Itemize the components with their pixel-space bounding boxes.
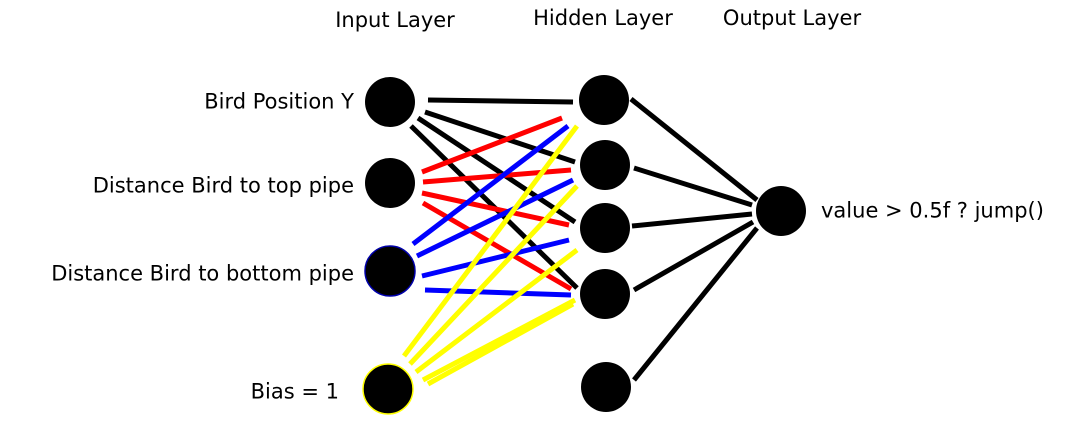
input-label-bias: Bias = 1 — [250, 379, 339, 404]
connections — [402, 97, 759, 387]
input-node-dist-top — [365, 158, 415, 208]
output-layer-header: Output Layer — [722, 6, 862, 30]
bird-y-connection-line — [427, 97, 574, 105]
bias-connection-line — [408, 184, 579, 366]
dist-bottom-connection-line — [411, 124, 570, 246]
hidden-to-output-connection-line — [631, 211, 753, 229]
dist-bottom-connection-line — [424, 287, 572, 298]
dist-top-connection-line — [422, 167, 572, 185]
hidden-node-2 — [580, 140, 630, 190]
bird-y-connection-line — [416, 115, 577, 225]
input-label-bird-position-y: Bird Position Y — [204, 89, 354, 114]
bias-connection-line — [414, 248, 579, 374]
hidden-layer-header: Hidden Layer — [533, 6, 673, 30]
bias-connection-line — [402, 124, 579, 358]
dist-bottom-connection-line — [421, 237, 570, 279]
input-label-distance-bottom-pipe: Distance Bird to bottom pipe — [51, 261, 354, 286]
input-node-bird-y — [365, 77, 415, 127]
hidden-node-bias — [581, 362, 631, 412]
input-node-dist-bottom — [364, 245, 416, 297]
output-label: value > 0.5f ? jump() — [821, 198, 1044, 223]
hidden-to-output-connection-line — [629, 97, 759, 202]
input-label-distance-top-pipe: Distance Bird to top pipe — [92, 173, 354, 198]
dist-bottom-connection-line — [415, 177, 575, 259]
hidden-to-output-connection-line — [632, 226, 759, 382]
input-layer-header: Input Layer — [335, 8, 455, 32]
dist-top-connection-line — [421, 115, 563, 175]
hidden-node-3 — [580, 203, 630, 253]
hidden-to-output-connection-line — [633, 165, 753, 208]
bias-connection-line — [426, 301, 575, 387]
hidden-to-output-connection-line — [632, 219, 755, 293]
hidden-node-1 — [579, 75, 629, 125]
bias-connection-line — [421, 297, 577, 383]
bird-y-connection-line — [424, 109, 576, 165]
input-node-bias — [362, 363, 414, 415]
output-node — [756, 186, 806, 236]
neurons — [362, 75, 806, 415]
hidden-node-4 — [580, 269, 630, 319]
